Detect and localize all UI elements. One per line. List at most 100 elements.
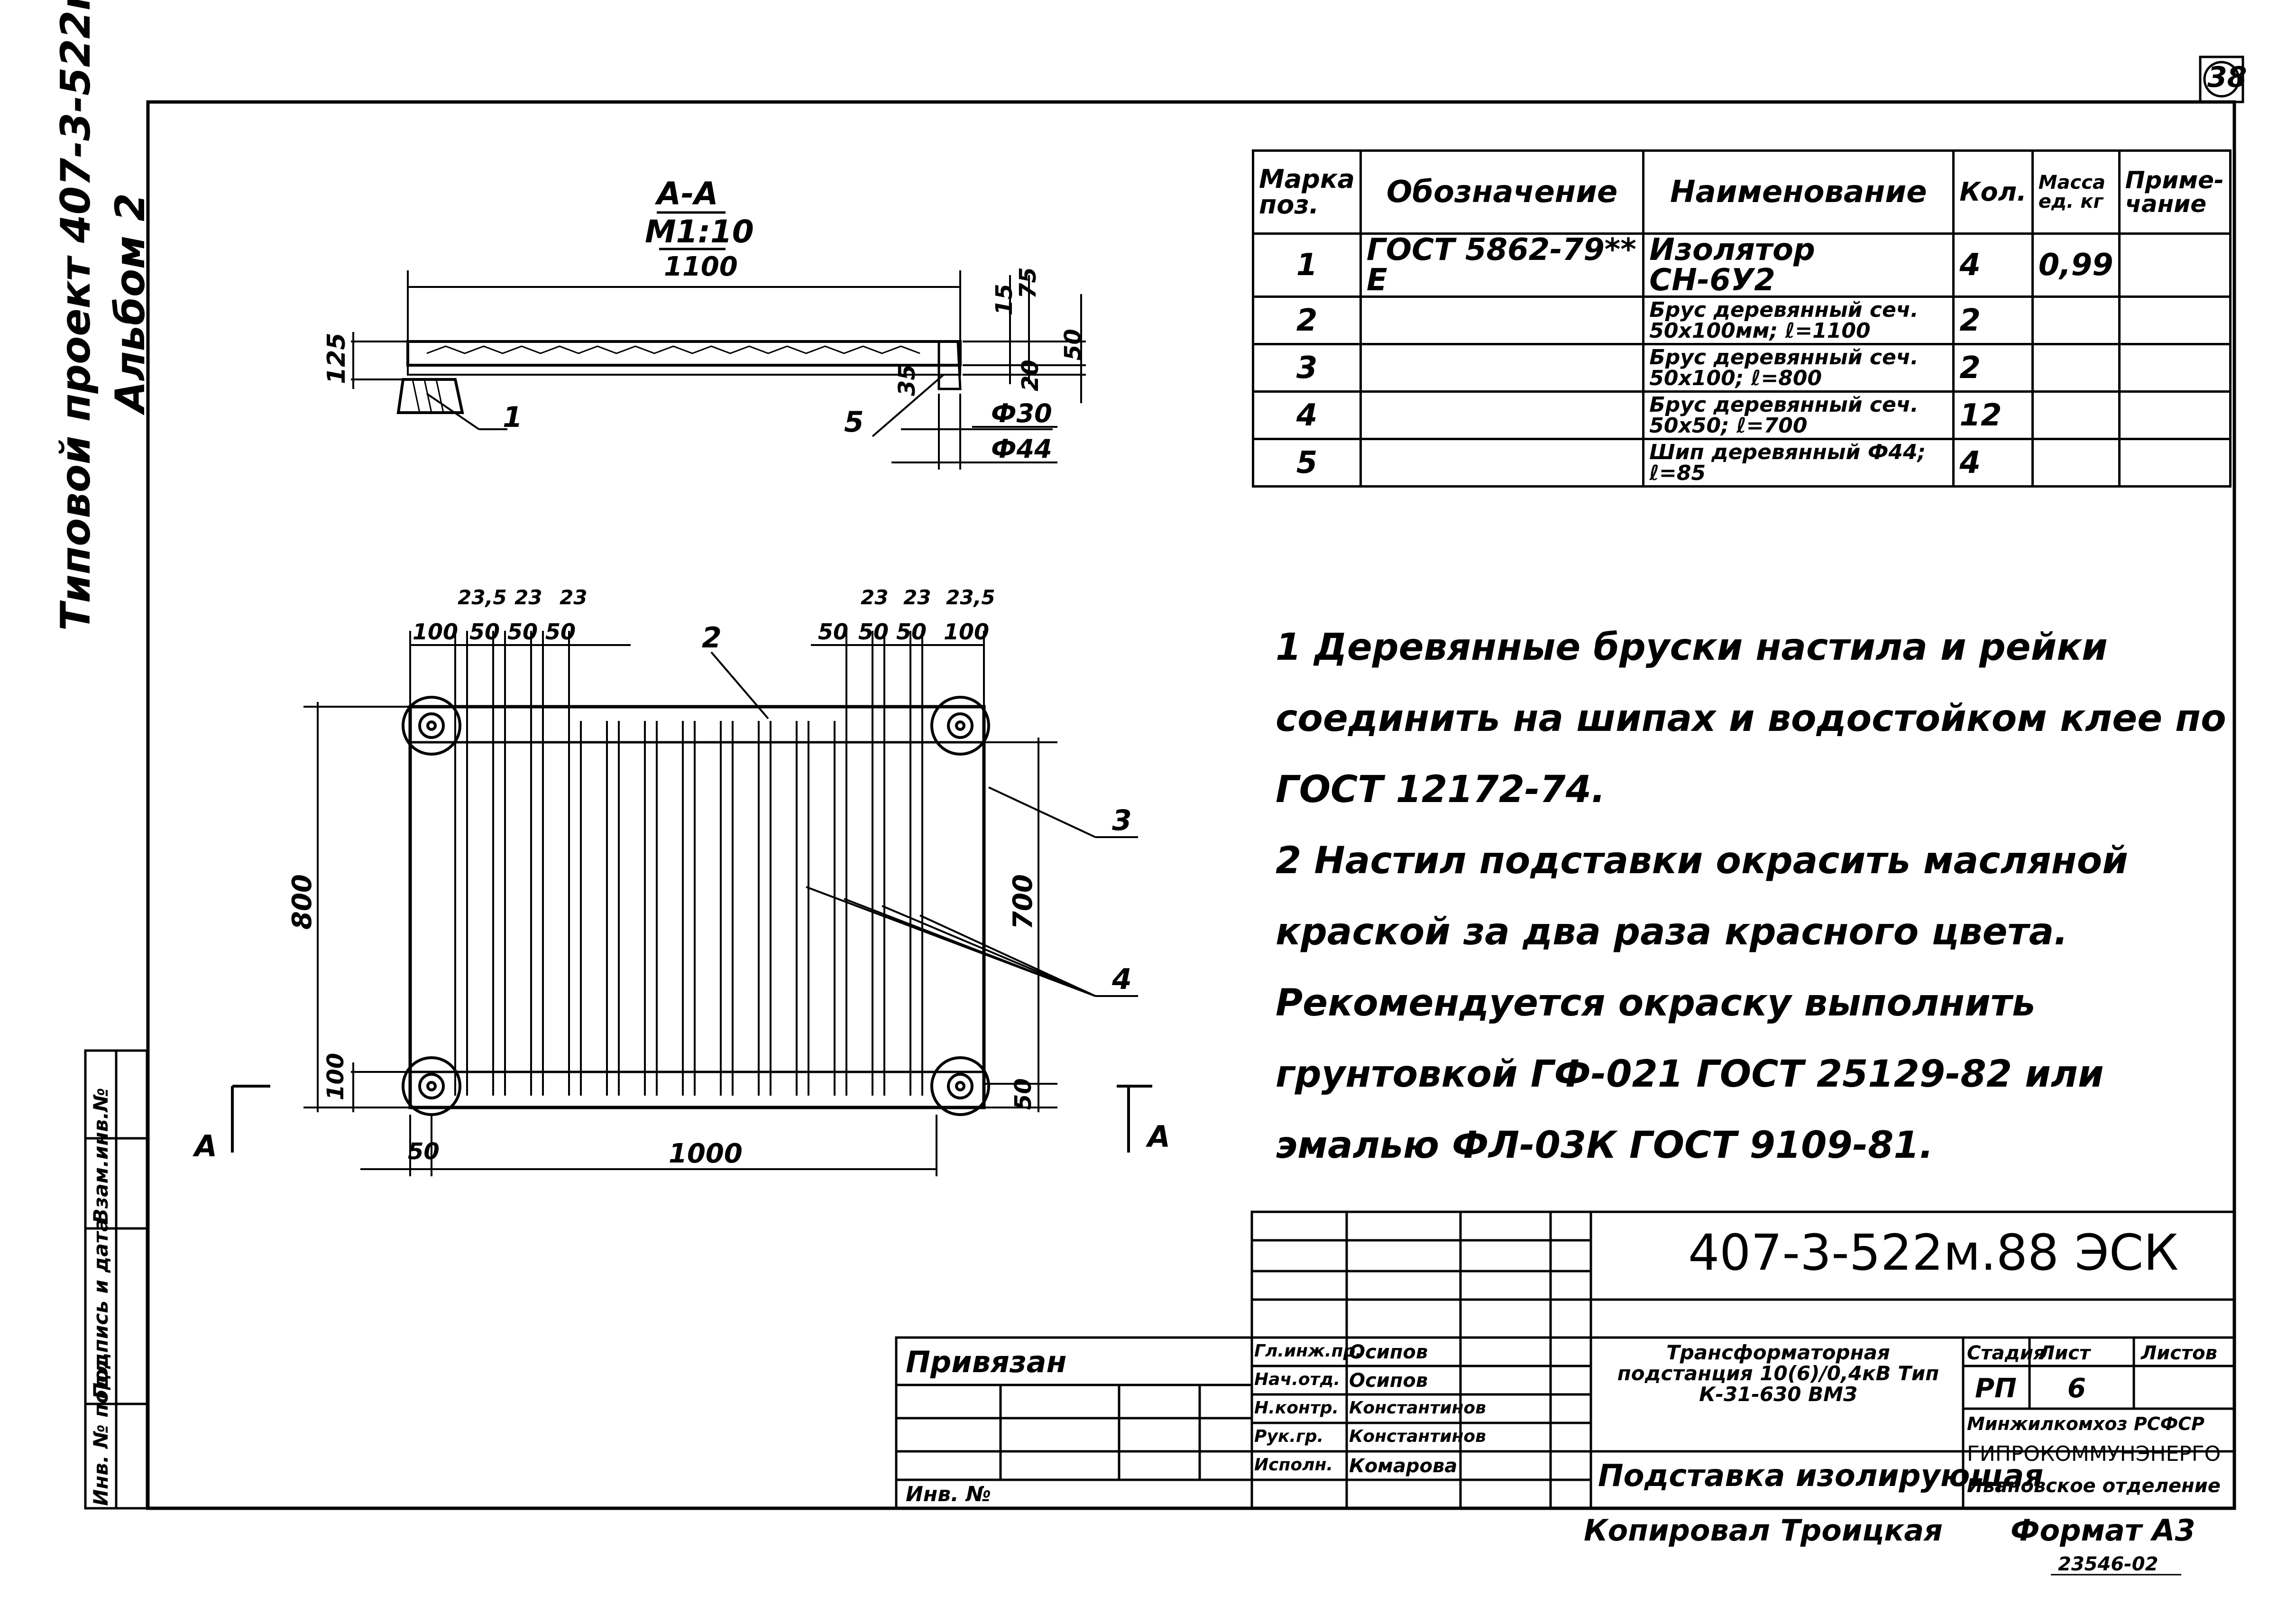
sheet-number-circle bbox=[2203, 61, 2240, 98]
spec-note bbox=[2118, 438, 2232, 488]
table-row: 5 Шип деревянный Ф44; ℓ=85 4 bbox=[1252, 438, 2232, 488]
spec-code: ГОСТ 5862-79** Е bbox=[1359, 232, 1645, 298]
spec-header-qty: Кол. bbox=[1952, 149, 2034, 235]
plan-dim-top-r1: 23 bbox=[861, 586, 889, 609]
drawing-code: 407-3-522м.88 ЭСК bbox=[1688, 1224, 2179, 1282]
plan-dim-top-l4: 100 bbox=[413, 619, 459, 645]
stage-label: Стадия bbox=[1967, 1342, 2046, 1364]
spec-note bbox=[2118, 295, 2232, 345]
dim-d44: Ф44 bbox=[991, 434, 1052, 464]
role-1: Гл.инж.пр. bbox=[1254, 1341, 1362, 1361]
spec-code bbox=[1359, 343, 1645, 393]
callout-2: 2 bbox=[702, 621, 722, 655]
sheet-title: Подставка изолирующая bbox=[1598, 1458, 2044, 1494]
spec-header-name: Наименование bbox=[1642, 149, 1955, 235]
name-5: Комарова bbox=[1349, 1455, 1458, 1477]
plan-dim-top-l5: 50 bbox=[469, 619, 500, 645]
spec-name: Шип деревянный Ф44; ℓ=85 bbox=[1642, 438, 1955, 488]
sheet-label: Лист bbox=[2039, 1342, 2091, 1364]
side-stamp-replace: Взам.инв.№ bbox=[89, 1088, 112, 1224]
spec-mass bbox=[2031, 343, 2121, 393]
role-3: Н.контр. bbox=[1254, 1398, 1339, 1418]
spec-note bbox=[2118, 232, 2232, 298]
notes: 1 Деревянные бруски настила и рейки соед… bbox=[1276, 612, 2252, 1181]
spec-pos: 2 bbox=[1252, 295, 1362, 345]
section-title: А-А bbox=[657, 175, 718, 212]
spec-pos: 1 bbox=[1252, 232, 1362, 298]
plan-dim-50-right: 50 bbox=[1010, 1078, 1037, 1110]
spec-qty: 4 bbox=[1952, 232, 2034, 298]
sheet-number-box bbox=[2199, 55, 2244, 103]
spec-header-mass: Масса ед. кг bbox=[2031, 149, 2121, 235]
archive-number: 23546-02 bbox=[2058, 1553, 2158, 1575]
specification-table: Марка поз. Обозначение Наименование Кол.… bbox=[1252, 149, 2232, 488]
table-row: 1 ГОСТ 5862-79** Е Изолятор СН-6У2 4 0,9… bbox=[1252, 232, 2232, 298]
callout-1: 1 bbox=[503, 401, 523, 434]
org-line-3: Ивановское отделение bbox=[1967, 1475, 2221, 1497]
plan-dim-top-r6: 50 bbox=[896, 619, 927, 645]
name-3: Константинов bbox=[1349, 1398, 1486, 1418]
name-1: Осипов bbox=[1349, 1341, 1428, 1363]
plan-dim-top-r7: 100 bbox=[944, 619, 990, 645]
spec-note bbox=[2118, 390, 2232, 440]
top-dim-chain bbox=[409, 631, 985, 721]
spec-pos: 4 bbox=[1252, 390, 1362, 440]
dim-125: 125 bbox=[322, 332, 351, 384]
section-scale: М1:10 bbox=[645, 213, 754, 250]
spec-qty: 2 bbox=[1952, 343, 2034, 393]
table-row: 2 Брус деревянный сеч. 50х100мм; ℓ=1100 … bbox=[1252, 295, 2232, 345]
plan-dim-top-l3: 23 bbox=[560, 586, 588, 609]
spec-mass: 0,99 bbox=[2031, 232, 2121, 298]
dim-1100: 1100 bbox=[664, 251, 738, 282]
plan-dim-top-r3: 23,5 bbox=[946, 586, 995, 609]
plan-dim-top-l1: 23,5 bbox=[458, 586, 507, 609]
role-5: Исполн. bbox=[1254, 1455, 1333, 1475]
slats bbox=[454, 721, 923, 1096]
role-4: Рук.гр. bbox=[1254, 1427, 1324, 1446]
stage-value: РП bbox=[1975, 1373, 2017, 1404]
sheet-value: 6 bbox=[2067, 1373, 2086, 1404]
section-mark-left: А bbox=[194, 1129, 217, 1163]
spec-code bbox=[1359, 390, 1645, 440]
copied-by: Копировал Троицкая bbox=[1584, 1513, 1943, 1548]
plan-dim-top-r4: 50 bbox=[818, 619, 849, 645]
inv-no-label: Инв. № bbox=[906, 1482, 992, 1506]
spec-qty: 4 bbox=[1952, 438, 2034, 488]
spec-name: Брус деревянный сеч. 50х100мм; ℓ=1100 bbox=[1642, 295, 1955, 345]
spec-mass bbox=[2031, 390, 2121, 440]
plan-dim-top-r5: 50 bbox=[858, 619, 889, 645]
dim-15: 15 bbox=[991, 284, 1018, 315]
spec-header-note: Приме-чание bbox=[2118, 149, 2232, 235]
corner-insulators bbox=[402, 696, 990, 1116]
dim-35: 35 bbox=[894, 364, 920, 396]
album-label: Альбом 2 bbox=[107, 193, 154, 413]
plan-dim-700: 700 bbox=[1008, 874, 1038, 930]
spec-pos: 3 bbox=[1252, 343, 1362, 393]
title-block-grid bbox=[895, 1210, 2236, 1510]
name-4: Константинов bbox=[1349, 1427, 1486, 1446]
callout-5: 5 bbox=[844, 406, 864, 439]
spec-header-row: Марка поз. Обозначение Наименование Кол.… bbox=[1252, 149, 2232, 235]
plan-dim-50-left: 50 bbox=[408, 1138, 440, 1165]
spec-name: Брус деревянный сеч. 50х50; ℓ=700 bbox=[1642, 390, 1955, 440]
plan-dim-top-r2: 23 bbox=[903, 586, 931, 609]
side-stamp-box bbox=[84, 1049, 148, 1510]
plan-dim-1000: 1000 bbox=[669, 1138, 743, 1169]
role-2: Нач.отд. bbox=[1254, 1370, 1341, 1389]
plan-dim-800: 800 bbox=[287, 874, 318, 930]
side-stamp-signature: Подпись и дата bbox=[89, 1218, 112, 1399]
format-label: Формат А3 bbox=[2011, 1513, 2195, 1548]
spec-mass bbox=[2031, 295, 2121, 345]
spec-name: Брус деревянный сеч. 50х100; ℓ=800 bbox=[1642, 343, 1955, 393]
plan-dim-top-l2: 23 bbox=[514, 586, 542, 609]
spec-code bbox=[1359, 295, 1645, 345]
plan-view bbox=[231, 631, 1152, 1176]
spec-qty: 2 bbox=[1952, 295, 2034, 345]
dim-50-section: 50 bbox=[1060, 329, 1086, 360]
plan-dim-100: 100 bbox=[322, 1052, 349, 1100]
spec-header-pos: Марка поз. bbox=[1252, 149, 1362, 235]
section-view bbox=[351, 211, 1086, 470]
privyazan-label: Привязан bbox=[906, 1345, 1067, 1379]
spec-header-code: Обозначение bbox=[1359, 149, 1645, 235]
spec-note bbox=[2118, 343, 2232, 393]
